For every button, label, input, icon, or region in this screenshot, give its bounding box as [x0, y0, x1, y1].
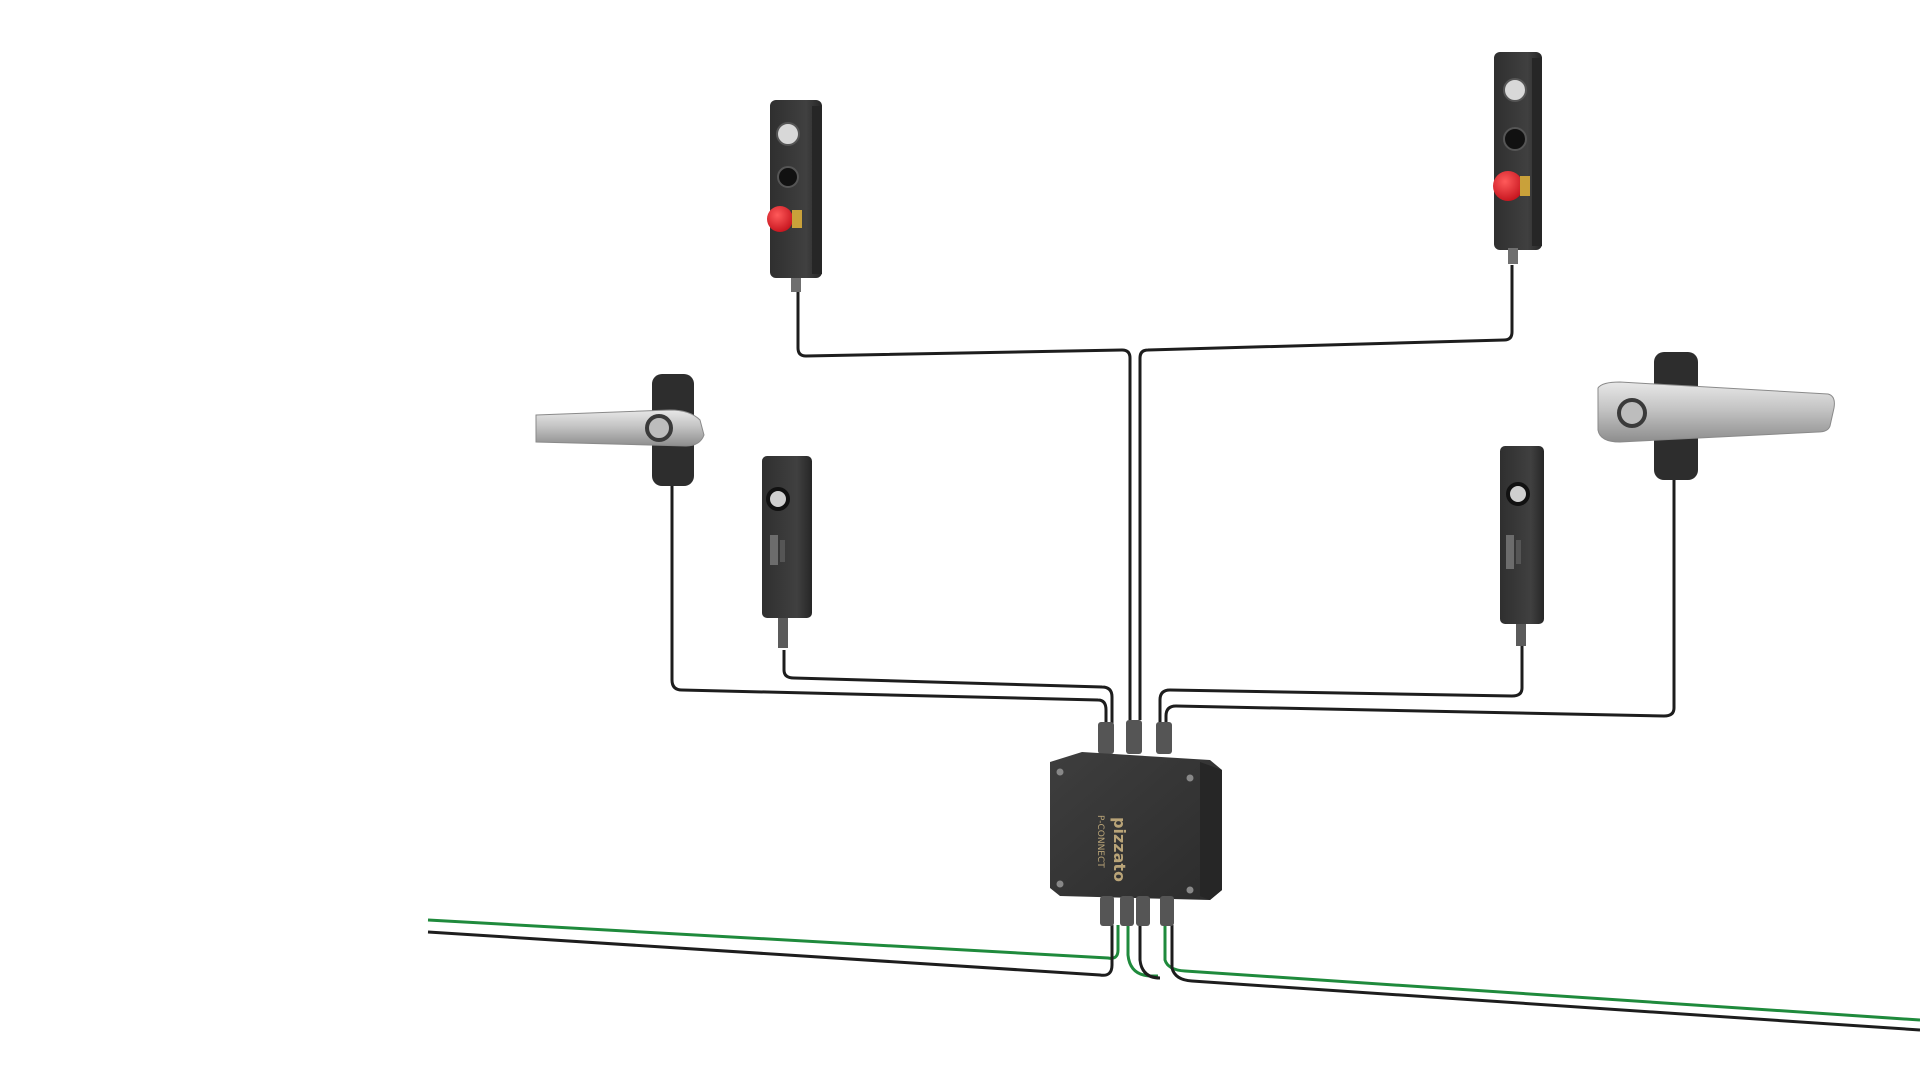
device-cables	[670, 265, 1676, 730]
lock-cylinder-icon	[645, 414, 673, 442]
cable-handle-right	[1164, 478, 1676, 730]
indicator-light-icon	[1503, 78, 1527, 102]
indicator-light-icon	[776, 122, 800, 146]
estop-station-left	[767, 100, 822, 292]
cable-estop-left	[796, 285, 1132, 720]
fieldbus-cable-right-black	[1170, 925, 1920, 1032]
fieldbus-cable-left-green	[427, 918, 1120, 960]
hub-model-label: P-CONNECT	[1095, 815, 1105, 868]
cable-sensor-left	[782, 650, 1114, 730]
selector-switch-icon	[1503, 127, 1527, 151]
estop-button-icon	[1493, 171, 1523, 201]
rfid-sensor-left	[762, 456, 812, 648]
sensor-target-icon	[1506, 482, 1530, 506]
estop-button-icon	[767, 206, 793, 232]
cable-sensor-right	[1158, 645, 1524, 730]
door-handle-right	[1597, 352, 1835, 480]
lock-cylinder-icon	[1617, 398, 1647, 428]
selector-switch-icon	[777, 166, 799, 188]
cable-estop-right	[1138, 265, 1514, 720]
fieldbus-cable-left-black	[427, 925, 1114, 977]
estop-station-right	[1493, 52, 1542, 264]
fieldbus-cable-center-black	[1138, 925, 1161, 980]
hub-brand-logo: pizzato	[1110, 817, 1129, 882]
p-connect-hub: pizzato P-CONNECT	[1050, 720, 1222, 926]
sensor-target-icon	[766, 487, 790, 511]
rfid-sensor-right	[1500, 446, 1544, 646]
fieldbus-cables	[427, 918, 1920, 1032]
cable-handle-left	[670, 485, 1108, 730]
door-handle-left	[535, 374, 705, 486]
